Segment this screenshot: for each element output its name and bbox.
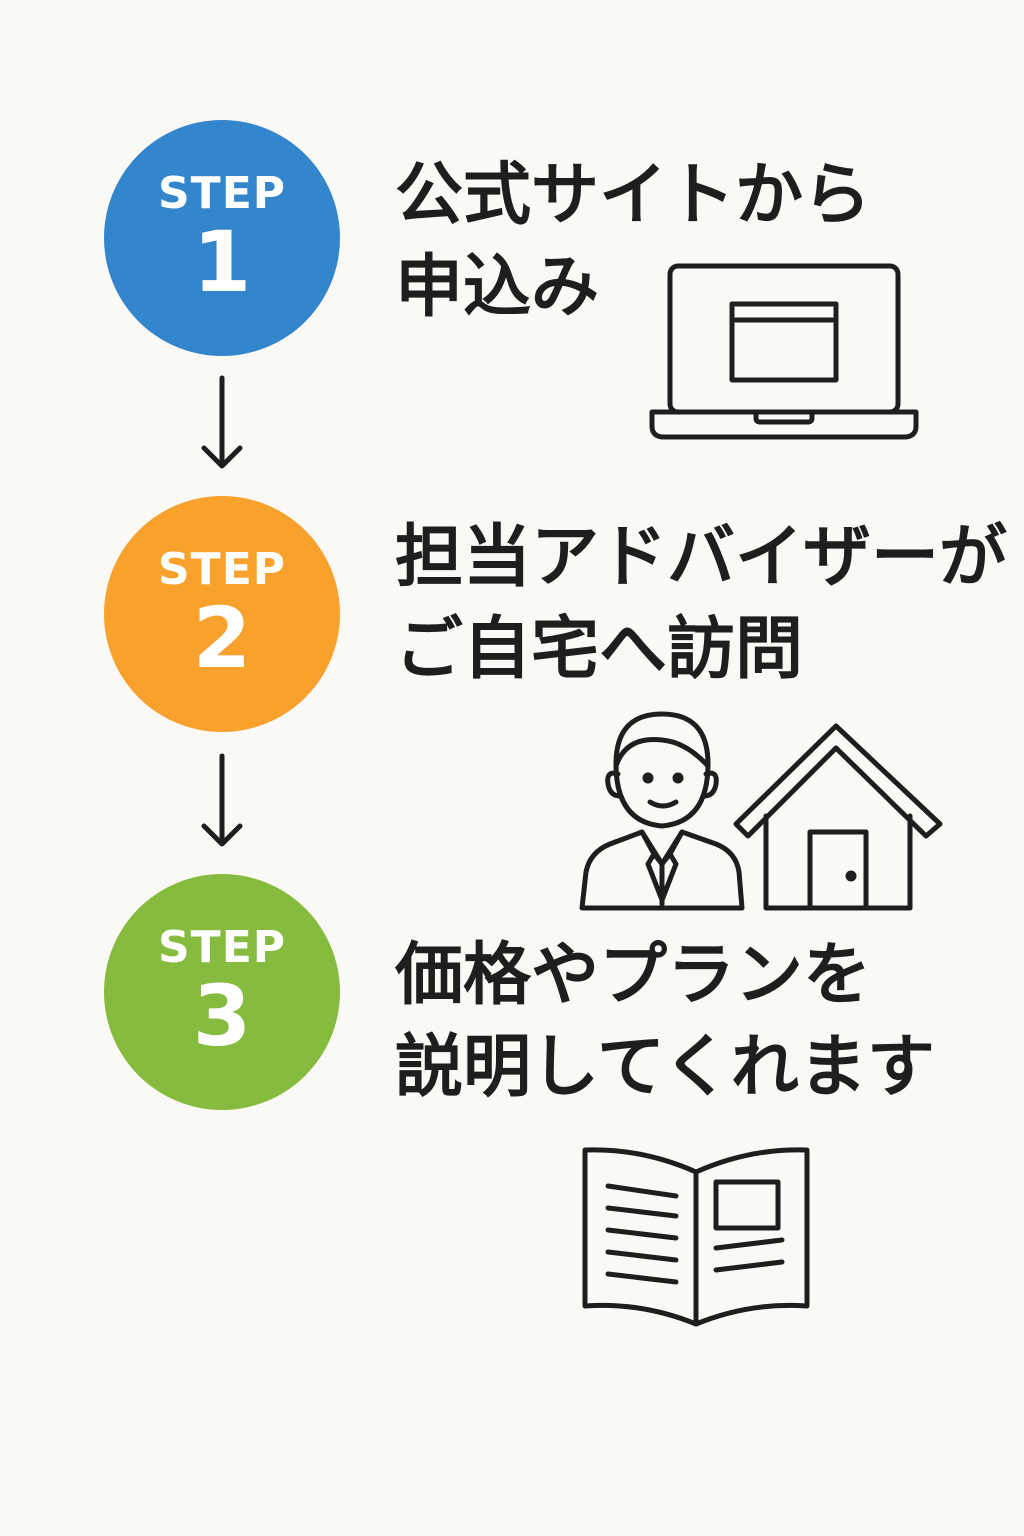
step-2-label: STEP: [157, 544, 286, 595]
step-3-badge: STEP 3: [104, 874, 340, 1110]
step-3-text: 価格やプランを 説明してくれます: [395, 930, 935, 1114]
step-2-text-line-1: 担当アドバイザーが: [395, 518, 1008, 597]
step-2-text-line-2: ご自宅へ訪問: [395, 610, 804, 689]
step-2-number: 2: [192, 589, 252, 687]
step-1-text: 公式サイトから 申込み: [395, 150, 871, 334]
arrow-down-icon: [201, 375, 243, 469]
step-3-text-line-1: 価格やプランを: [395, 936, 872, 1015]
step-1-text-line-2: 申込み: [395, 248, 600, 327]
step-3-label: STEP: [157, 922, 286, 973]
step-1-badge: STEP 1: [104, 120, 340, 356]
arrow-down-icon: [201, 753, 243, 847]
laptop-icon: [649, 263, 919, 440]
step-2-badge: STEP 2: [104, 496, 340, 732]
step-1-label: STEP: [157, 168, 286, 219]
step-1-number: 1: [192, 213, 252, 311]
advisor-and-house-icon: [579, 711, 943, 911]
step-3-number: 3: [192, 967, 252, 1065]
step-2-text: 担当アドバイザーが ご自宅へ訪問: [395, 512, 1007, 696]
step-1-text-line-1: 公式サイトから: [395, 156, 872, 235]
open-book-icon: [582, 1147, 810, 1327]
step-3-text-line-2: 説明してくれます: [395, 1028, 935, 1107]
